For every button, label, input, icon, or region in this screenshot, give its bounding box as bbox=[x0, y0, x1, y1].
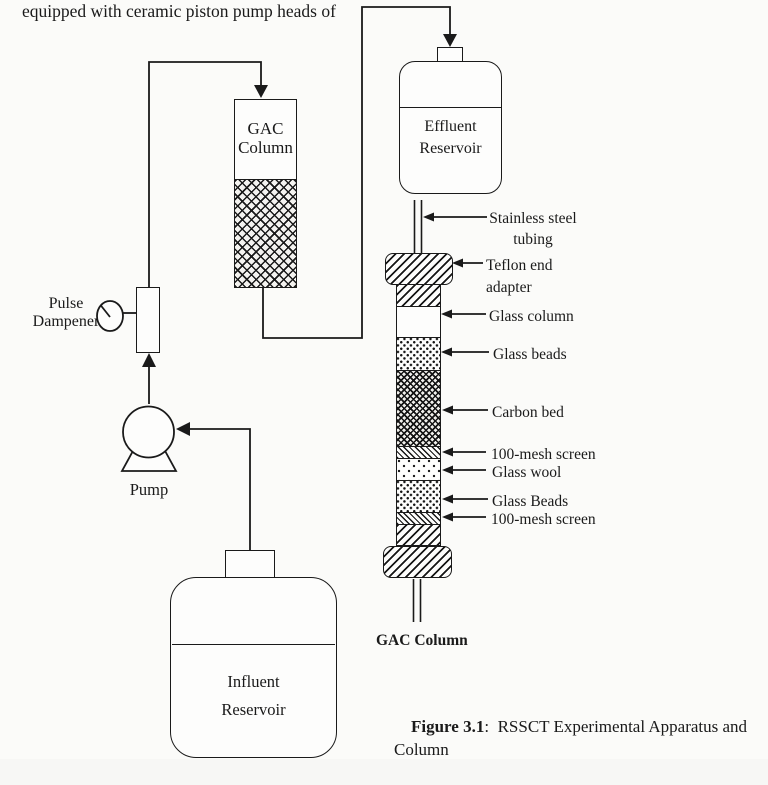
figure-caption-text: : RSSCT Experimental Apparatus and Colum… bbox=[394, 716, 752, 760]
arrowhead-into-gac-column bbox=[254, 85, 268, 98]
arrowhead-glass-wool bbox=[442, 465, 453, 475]
glass-column-body bbox=[396, 284, 441, 546]
pipe-influent-to-pump bbox=[189, 428, 251, 551]
arrowhead-into-dampener bbox=[142, 353, 156, 367]
label-mesh-screen-bottom: 100-mesh screen bbox=[491, 511, 596, 528]
figure-caption-number: Figure 3.1 bbox=[411, 716, 485, 736]
scanned-figure-page: equipped with ceramic piston pump heads … bbox=[22, 1, 748, 759]
effluent-reservoir-neck bbox=[437, 47, 463, 62]
glass-column-section bbox=[397, 306, 440, 337]
pump-base bbox=[120, 448, 178, 472]
pump-icon bbox=[120, 405, 178, 472]
glass-beads-section-top bbox=[397, 337, 440, 370]
mesh-screen-section-bottom bbox=[397, 512, 440, 524]
pulse-dampener bbox=[136, 287, 160, 353]
arrowhead-into-pump bbox=[176, 422, 190, 436]
arrowhead-teflon-adapter bbox=[452, 258, 463, 268]
teflon-end-adapter-bottom bbox=[383, 546, 452, 578]
adapter-hatch-section-top bbox=[397, 285, 440, 306]
gac-column-schematic: GAC Column bbox=[234, 99, 297, 288]
arrowhead-mesh-top bbox=[442, 447, 453, 457]
effluent-liquid-line bbox=[400, 107, 501, 108]
label-glass-wool: Glass wool bbox=[492, 464, 562, 481]
influent-reservoir-neck bbox=[225, 550, 275, 578]
teflon-end-adapter-top bbox=[385, 253, 453, 285]
gac-column-schematic-label: GAC Column bbox=[238, 119, 293, 157]
arrowhead-glass-beads-top bbox=[441, 347, 452, 357]
influent-liquid-line bbox=[172, 644, 335, 645]
pulse-dampener-label: Pulse Dampener bbox=[32, 295, 100, 330]
glass-beads-section-bottom bbox=[397, 480, 440, 512]
label-stainless-steel-tubing: Stainless steel tubing bbox=[489, 210, 577, 248]
figure-caption: Figure 3.1: RSSCT Experimental Apparatus… bbox=[394, 691, 768, 785]
arrowhead-mesh-bottom bbox=[442, 512, 453, 522]
glass-wool-section bbox=[397, 458, 440, 480]
label-teflon-end-adapter: Teflon end adapter bbox=[486, 257, 553, 296]
carbon-bed-section bbox=[397, 370, 440, 446]
arrowhead-carbon-bed bbox=[442, 405, 453, 415]
label-glass-column: Glass column bbox=[489, 308, 574, 325]
influent-reservoir-label: Influent Reservoir bbox=[221, 672, 286, 719]
arrowhead-glass-column bbox=[441, 309, 452, 319]
label-carbon-bed: Carbon bed bbox=[492, 404, 564, 421]
mesh-screen-section-top bbox=[397, 446, 440, 458]
label-mesh-screen-top: 100-mesh screen bbox=[491, 446, 596, 463]
gac-column-carbon-fill bbox=[235, 179, 296, 287]
arrowhead-into-effluent bbox=[443, 34, 457, 47]
pump-label: Pump bbox=[129, 480, 169, 499]
pump-circle bbox=[122, 405, 175, 459]
adapter-hatch-section-bottom bbox=[397, 524, 440, 545]
arrowhead-glass-beads-bottom bbox=[442, 494, 453, 504]
label-glass-beads-bottom: Glass Beads bbox=[492, 493, 569, 510]
column-detail-title: GAC Column bbox=[376, 632, 468, 649]
label-glass-beads-top: Glass beads bbox=[493, 346, 567, 363]
body-text-line: equipped with ceramic piston pump heads … bbox=[22, 1, 336, 21]
arrowhead-stainless-steel bbox=[423, 212, 434, 222]
influent-reservoir bbox=[170, 577, 337, 758]
effluent-reservoir-label: Effluent Reservoir bbox=[419, 118, 482, 157]
